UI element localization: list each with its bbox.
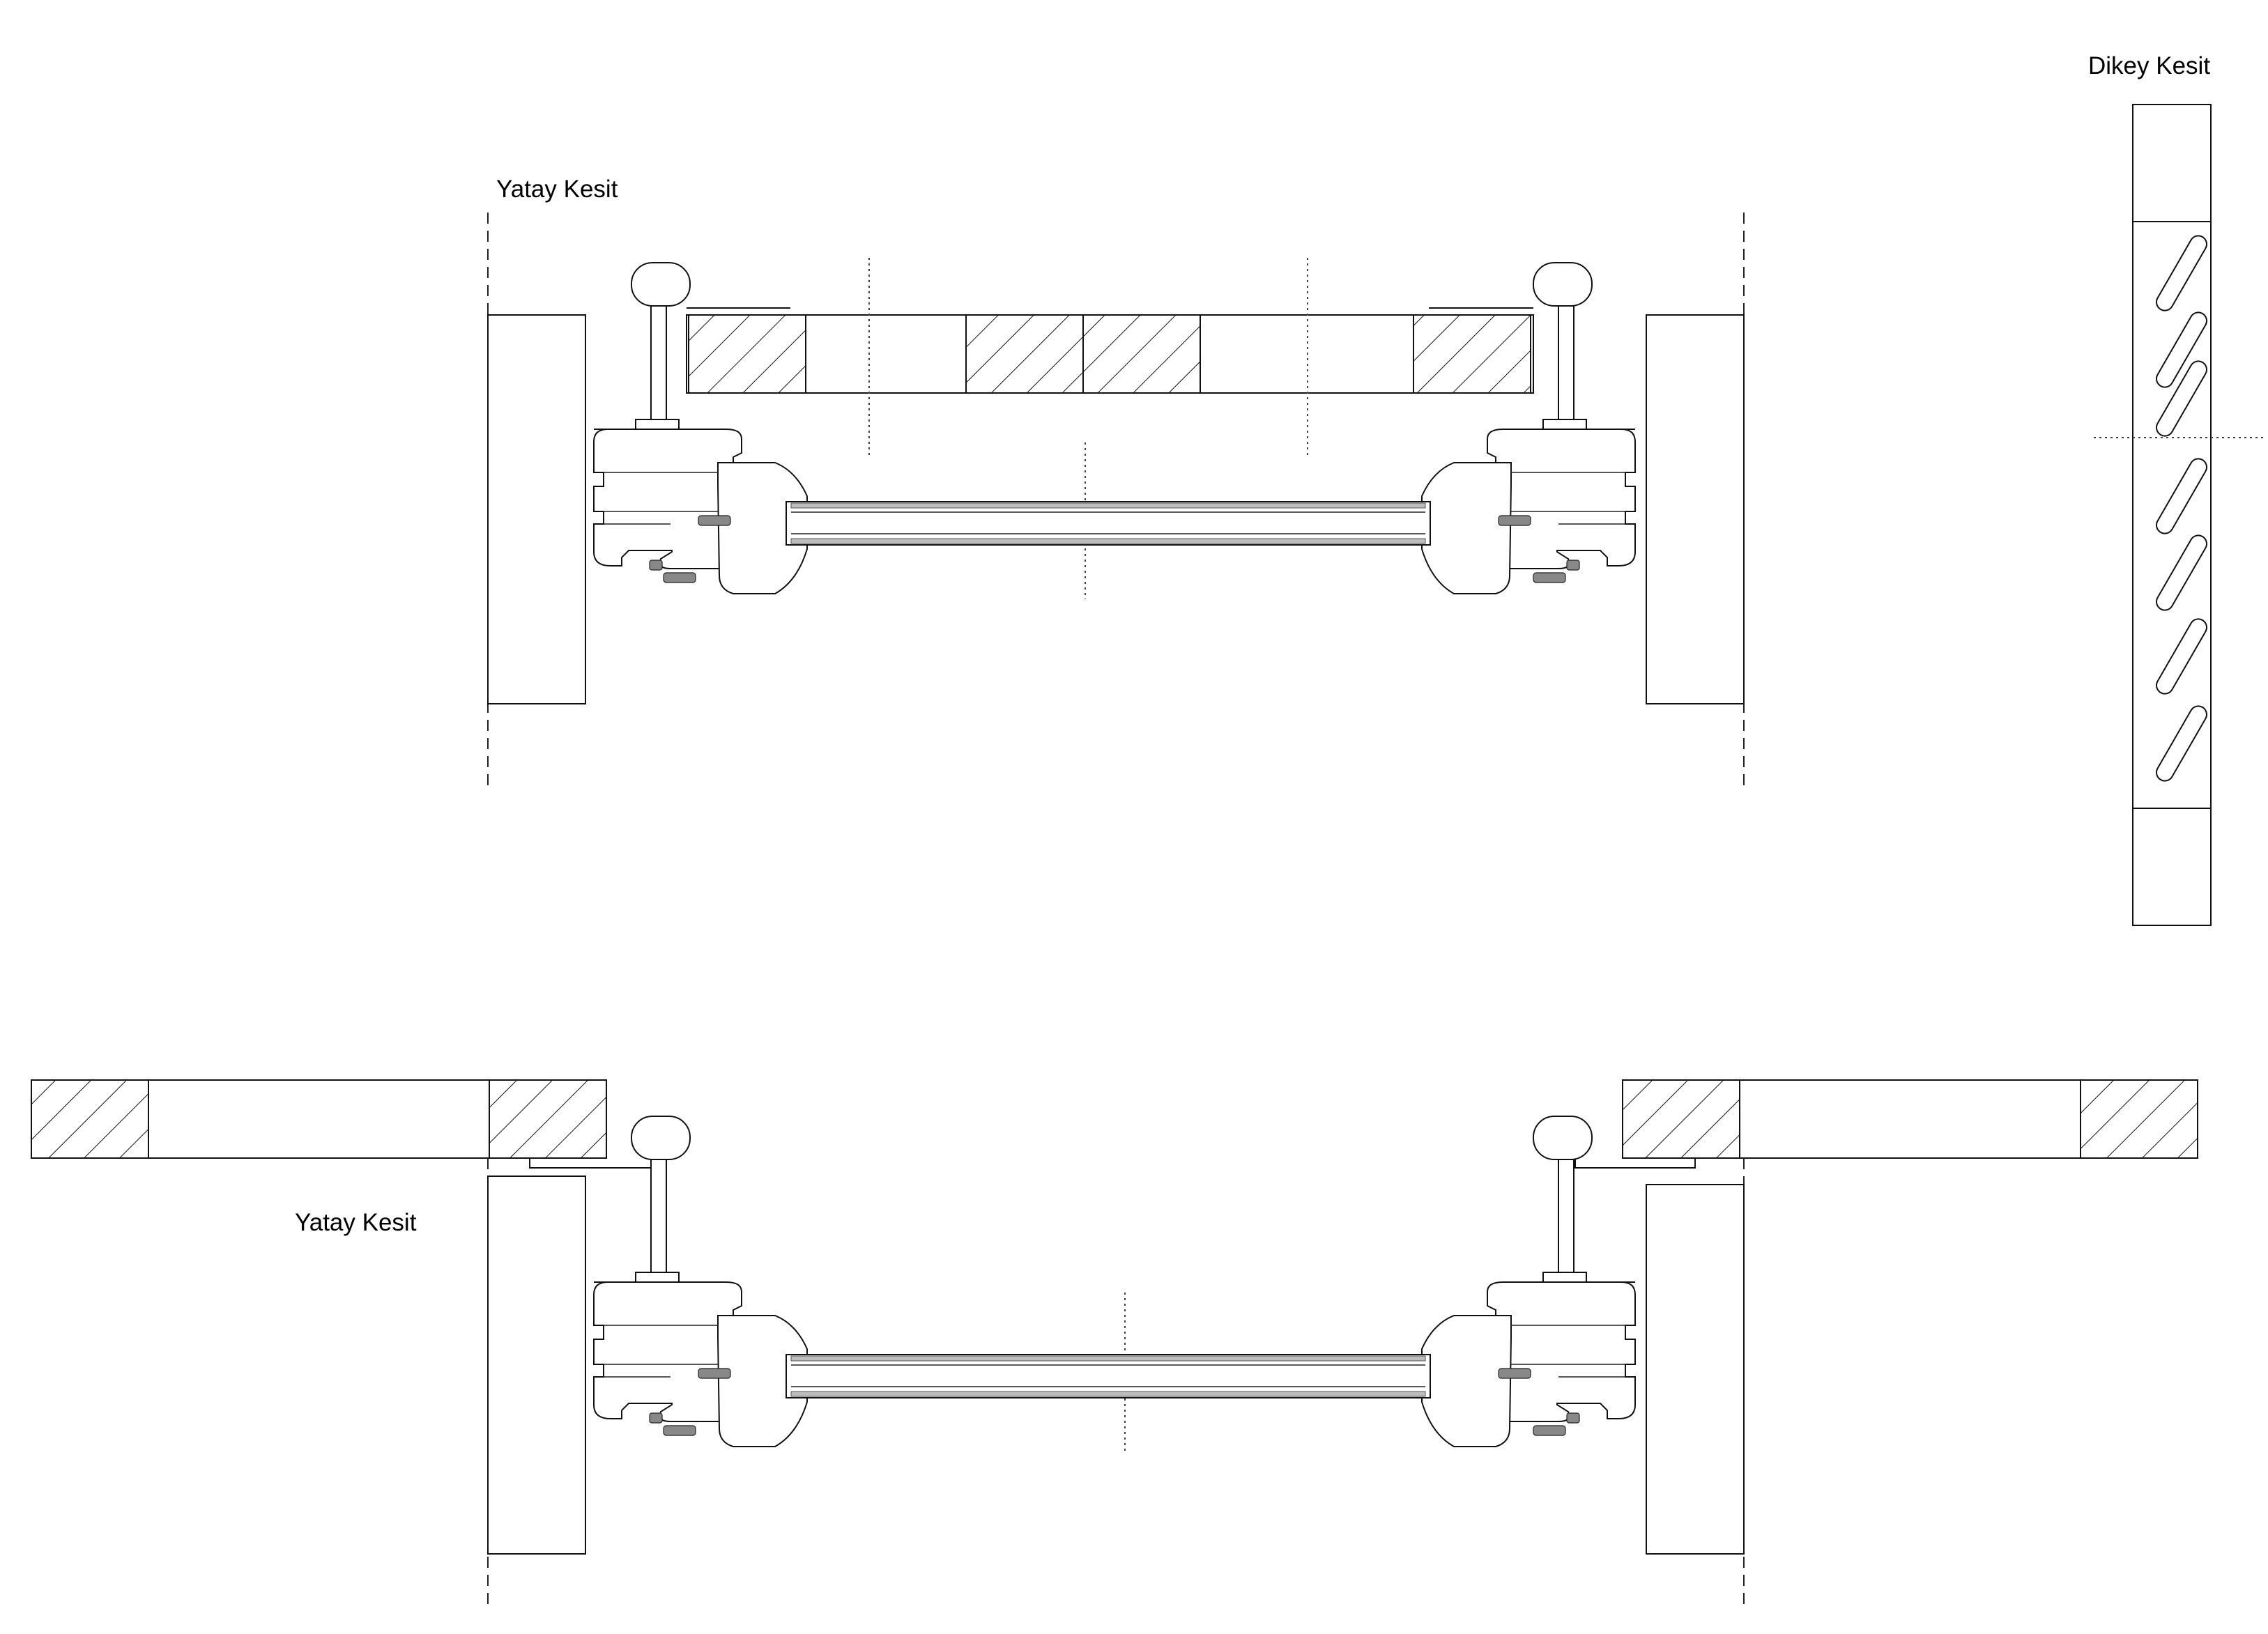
top-right-sash-profile (1421, 429, 1636, 594)
bottom-left-shutter-panel (31, 1079, 607, 1159)
vertical-section: Dikey Kesit (2088, 52, 2264, 926)
bottom-horizontal-section: Yatay Kesit (31, 1079, 2198, 1610)
top-right-hinge (1533, 262, 1593, 430)
bottom-right-sash-profile (1421, 1281, 1636, 1447)
bottom-right-wall (1646, 1184, 1745, 1555)
bottom-right-shutter-panel (1622, 1079, 2198, 1159)
bottom-left-sash-profile (593, 1281, 808, 1447)
vertical-slats (2156, 235, 2207, 782)
top-horizontal-section: Yatay Kesit (487, 176, 1745, 791)
top-shutter-panel (686, 307, 1534, 394)
top-left-hinge (631, 262, 691, 430)
bottom-right-hinge (1533, 1116, 1696, 1283)
top-left-sash-profile (593, 429, 808, 594)
vertical-section-title: Dikey Kesit (2088, 52, 2210, 79)
top-left-wall (487, 314, 586, 704)
bottom-glass-unit (786, 1354, 1431, 1398)
bottom-left-hinge (529, 1116, 691, 1283)
bottom-left-wall (487, 1176, 586, 1555)
bottom-section-title: Yatay Kesit (295, 1209, 417, 1236)
top-right-wall (1646, 314, 1745, 704)
top-section-title: Yatay Kesit (496, 176, 618, 203)
top-glass-unit (786, 501, 1431, 546)
